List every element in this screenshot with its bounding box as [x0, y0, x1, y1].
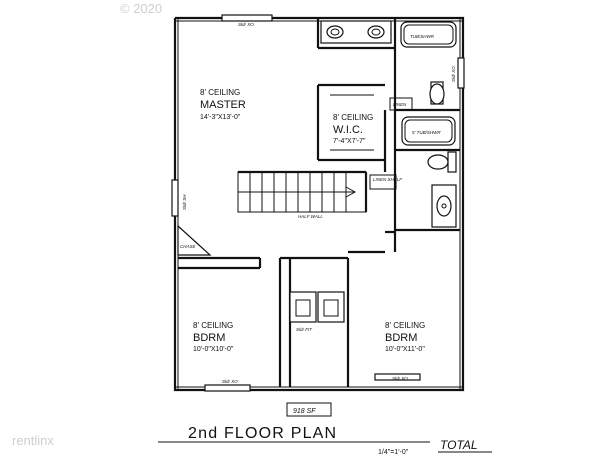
chase: CHASE [177, 224, 212, 256]
room-label-bedroom-left: 8' CEILING BDRM 10'-0"X10'-0" [193, 321, 234, 353]
svg-text:1/4"=1'-0": 1/4"=1'-0" [378, 449, 409, 456]
washer-dryer: Sldr FIT [289, 291, 345, 332]
svg-text:10'-0"X10'-0": 10'-0"X10'-0" [193, 346, 234, 353]
hall-bath-tub: 5' TUB/SHWR [401, 116, 456, 146]
svg-text:8' CEILING: 8' CEILING [193, 321, 233, 330]
svg-text:BDRM: BDRM [193, 332, 225, 344]
svg-text:BDRM: BDRM [385, 332, 417, 344]
interior-walls-upper [316, 18, 460, 232]
room-label-bedroom-right: 8' CEILING BDRM 10'-0"X11'-0" [385, 321, 425, 353]
svg-text:Sldr FIT: Sldr FIT [296, 327, 313, 332]
svg-text:TOTAL: TOTAL [440, 438, 478, 452]
top-slider-window: Sldr XO [221, 14, 273, 27]
svg-text:Sldr XO: Sldr XO [222, 379, 238, 384]
svg-text:MASTER: MASTER [200, 99, 246, 111]
copyright-watermark: © 2020 [120, 1, 162, 16]
svg-text:W.I.C.: W.I.C. [333, 124, 363, 136]
svg-text:HALF WALL: HALF WALL [298, 214, 323, 219]
hall-bath-toilet [427, 151, 457, 173]
room-label-master: 8' CEILING MASTER 14'-3"X13'-0" [200, 88, 246, 121]
total-label: TOTAL [438, 438, 492, 453]
hall-bath-sink [431, 184, 457, 228]
area-box: 918 SF [286, 402, 332, 417]
svg-text:CHASE: CHASE [180, 244, 197, 249]
staircase: HALF WALL [237, 170, 368, 219]
svg-text:2nd FLOOR PLAN: 2nd FLOOR PLAN [188, 425, 337, 442]
double-vanity-sinks [320, 20, 392, 44]
master-toilet [429, 81, 445, 105]
svg-text:7'-4"X7'-7": 7'-4"X7'-7" [333, 138, 366, 145]
bottom-left-slider-window: Sldr XO [204, 379, 251, 392]
svg-text:8' CEILING: 8' CEILING [200, 88, 240, 97]
svg-text:LINEN SHELF: LINEN SHELF [373, 177, 402, 182]
svg-text:Sldr XO: Sldr XO [451, 66, 456, 82]
svg-text:8' CEILING: 8' CEILING [385, 321, 425, 330]
room-label-wic: 8' CEILING W.I.C. 7'-4"X7'-7" [333, 113, 373, 145]
plan-title: 2nd FLOOR PLAN 1/4"=1'-0" [158, 425, 430, 456]
svg-text:10'-0"X11'-0": 10'-0"X11'-0" [385, 346, 425, 353]
svg-text:TUB/SHWR: TUB/SHWR [410, 34, 435, 39]
svg-text:918 SF: 918 SF [293, 408, 316, 415]
svg-text:5' TUB/SHWR: 5' TUB/SHWR [412, 130, 441, 135]
left-slider-window: Sldr SH [171, 179, 187, 217]
interior-walls-lower [178, 230, 397, 387]
svg-text:14'-3"X13'-0": 14'-3"X13'-0" [200, 114, 241, 121]
linen-shelf: LINEN SHELF [369, 174, 402, 190]
rentlinx-watermark: rentlinx [12, 433, 54, 448]
svg-text:LINEN: LINEN [393, 102, 407, 107]
right-slider-window: Sldr XO [451, 57, 465, 89]
bottom-right-slider-window: Sldr XO [374, 373, 421, 381]
svg-text:Sldr XO: Sldr XO [392, 376, 408, 381]
svg-text:Sldr SH: Sldr SH [182, 194, 187, 210]
linen-closet: LINEN [389, 97, 413, 111]
svg-text:8' CEILING: 8' CEILING [333, 113, 373, 122]
svg-text:Sldr XO: Sldr XO [238, 22, 254, 27]
master-tub: TUB/SHWR [400, 21, 457, 48]
